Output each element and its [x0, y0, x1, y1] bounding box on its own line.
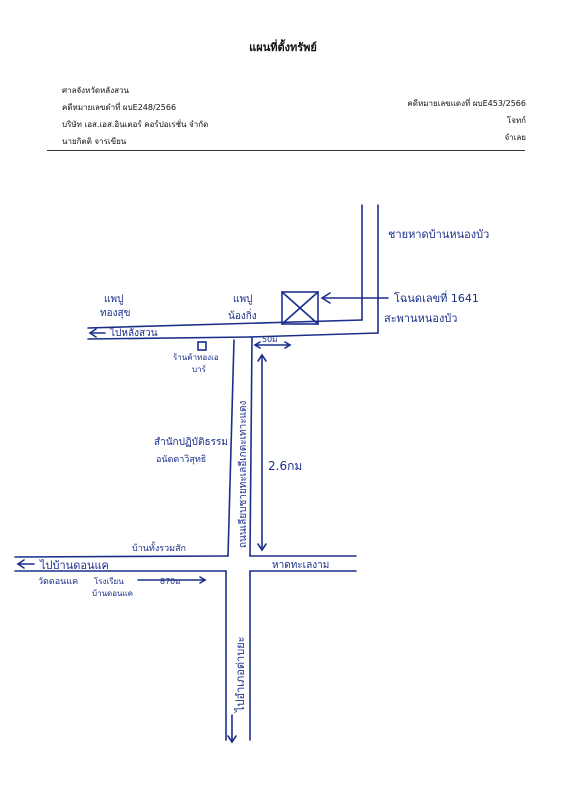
document-title: แผนที่ตั้งทรัพย์: [249, 41, 317, 54]
distance-main-label: 2.6กม: [268, 459, 302, 473]
office-label-2: อนัตตาวิสุทธิ: [156, 454, 206, 465]
plaintiff-role: โจทก์: [506, 116, 526, 125]
beach-road-label: หาดทะเลงาม: [272, 560, 329, 571]
distance-870-label: 870ม: [160, 577, 181, 586]
red-case-number: คดีหมายเลขแดงที่ ผบE453/2566: [407, 99, 526, 108]
house-b-label-2: น้องกิ่ง: [228, 308, 257, 322]
property-box: [281, 291, 319, 325]
school-label-1: โรงเรียน: [94, 576, 124, 586]
house-a-label-1: แพปู: [104, 294, 123, 305]
defendant-name: นายกิตติ จารเขียน: [62, 137, 127, 146]
distance-main-arrowhead-bottom: [257, 543, 267, 552]
main-road-right-edge: [249, 337, 253, 557]
bandonhaet-arrowhead: [16, 559, 25, 569]
distance-50-arrowhead-left: [253, 341, 261, 349]
distance-main-arrowhead-top: [257, 353, 267, 362]
deed-label: โฉนดเลขที่ 1641: [394, 290, 479, 305]
case-header-left: ศาลจังหวัดหลังสวน คดีหมายเลขดำที่ ผบE248…: [62, 82, 208, 150]
main-road-left-edge: [227, 339, 235, 557]
upper-road-bottom-edge-left: [87, 336, 251, 340]
shop-marker: [197, 341, 207, 351]
upper-road-bottom-edge-right: [249, 332, 379, 338]
south-road-label: ไปอำเภอต่าบยะ: [234, 636, 247, 713]
upper-road-top-edge: [87, 319, 363, 329]
top-road-label: ชายหาดบ้านหนองบัว: [388, 228, 489, 241]
distance-870-arrowhead: [199, 576, 207, 584]
house-a-label-2: ทองสุข: [100, 308, 130, 319]
shop-label-1: ร้านค้าทองเอ: [173, 353, 219, 362]
defendant-role: จำเลย: [504, 133, 526, 142]
pond-label: สะพานหนองบัว: [384, 312, 457, 325]
court-name: ศาลจังหวัดหลังสวน: [62, 86, 129, 95]
lower-road-top-edge-left: [14, 555, 229, 558]
langsuan-arrowhead: [88, 328, 97, 338]
vertical-road-label: ถนนเลียบชายทะเลอีเกตะเทาะแดง: [237, 400, 249, 548]
wat-label: วัดดอนแค: [38, 577, 78, 587]
case-header-right: คดีหมายเลขแดงที่ ผบE453/2566 โจทก์ จำเลย: [407, 95, 526, 146]
deed-arrowhead: [320, 292, 331, 304]
black-case-number: คดีหมายเลขดำที่ ผบE248/2566: [62, 103, 177, 112]
office-label-1: สำนักปฏิบัติธรรม: [154, 437, 228, 448]
school-label-2: บ้านดอนแค: [92, 589, 133, 598]
bandonhaet-label: ไปบ้านดอนแค: [39, 559, 109, 572]
south-arrowhead: [227, 735, 237, 744]
distance-50-label: 50ม: [262, 335, 277, 344]
plaintiff-name: บริษัท เอส.เอส.อินเตอร์ คอร์ปอเรชั่น จำก…: [62, 120, 209, 129]
langsuan-label: ไปหลังสวน: [109, 327, 158, 339]
shop-label-2: บาร์: [192, 364, 207, 374]
distance-50-arrowhead-right: [284, 341, 292, 349]
header-divider: [47, 150, 525, 151]
house-b-label-1: แพปู: [233, 294, 252, 305]
property-cross-2: [281, 291, 319, 325]
village-label: บ้านทั้งรวมสัก: [132, 541, 186, 554]
